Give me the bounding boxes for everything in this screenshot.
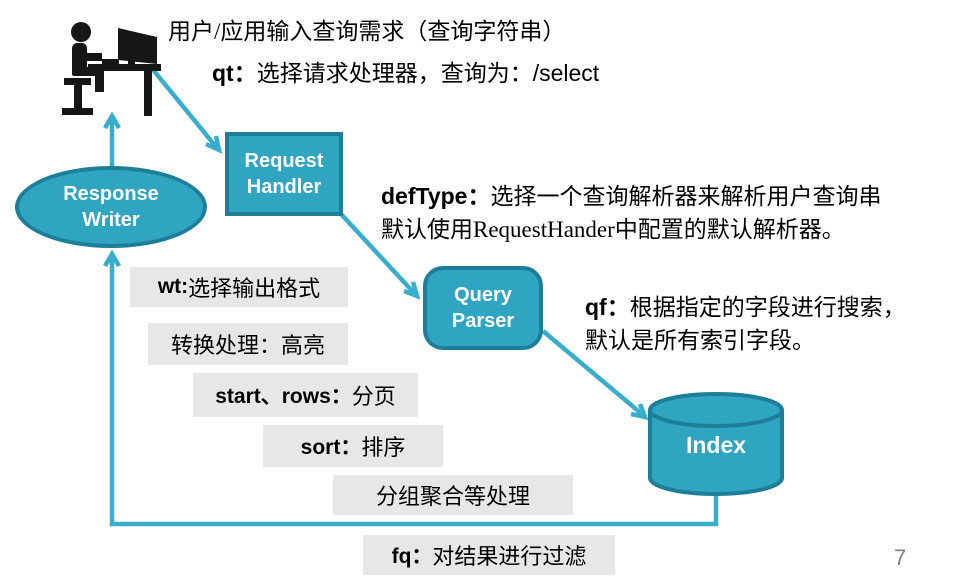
deftype-text1: 选择一个查询解析器来解析用户查询串 bbox=[490, 184, 882, 209]
note-transform-highlight: 转换处理：高亮 bbox=[148, 323, 348, 365]
qf-line1: qf：根据指定的字段进行搜索， bbox=[585, 291, 906, 324]
note-sort-text: 排序 bbox=[361, 435, 406, 460]
note-grouping-aggregation: 分组聚合等处理 bbox=[333, 475, 573, 515]
qt-suffix: /select bbox=[532, 60, 600, 86]
note-fq-text: 对结果进行过滤 bbox=[432, 544, 587, 569]
note-paging-text: 分页 bbox=[351, 384, 396, 409]
response-writer-node: Response Writer bbox=[15, 166, 207, 248]
arrow-user-to-request-handler bbox=[148, 64, 223, 154]
arrow-request-handler-to-query-parser bbox=[339, 212, 421, 300]
note-sort: sort：排序 bbox=[263, 425, 443, 467]
request-handler-label-line2: Handler bbox=[246, 176, 322, 198]
request-handler-node: Request Handler bbox=[225, 132, 343, 216]
note-start-rows-paging: start、rows：分页 bbox=[193, 373, 418, 417]
response-writer-label-line1: Response bbox=[63, 183, 159, 205]
request-handler-label-line1: Request bbox=[244, 150, 324, 172]
response-writer-label-line2: Writer bbox=[82, 209, 140, 231]
note-fq-prefix: fq： bbox=[391, 545, 433, 568]
qf-prefix: qf： bbox=[585, 294, 630, 320]
qt-annotation: qt：选择请求处理器，查询为：/select bbox=[212, 54, 599, 88]
deftype-line2: 默认使用RequestHander中配置的默认解析器。 bbox=[381, 217, 845, 242]
deftype-line1: defType：选择一个查询解析器来解析用户查询串 bbox=[381, 180, 881, 213]
query-parser-label-line2: Parser bbox=[451, 310, 515, 332]
note-sort-prefix: sort： bbox=[300, 436, 362, 459]
note-highlight-text: 转换处理：高亮 bbox=[170, 333, 325, 358]
arrow-index-to-response-writer bbox=[103, 249, 719, 527]
deftype-prefix: defType： bbox=[381, 183, 491, 209]
qt-prefix: qt： bbox=[212, 60, 257, 86]
slide-title: 用户/应用输入查询需求（查询字符串） bbox=[168, 19, 566, 44]
qf-text1: 根据指定的字段进行搜索， bbox=[629, 295, 906, 320]
note-fq-filter: fq：对结果进行过滤 bbox=[363, 535, 615, 575]
query-parser-node: Query Parser bbox=[423, 266, 543, 350]
deftype-annotation: defType：选择一个查询解析器来解析用户查询串 默认使用RequestHan… bbox=[381, 180, 881, 246]
note-paging-prefix: start、rows： bbox=[215, 385, 352, 408]
note-wt-text: 选择输出格式 bbox=[188, 276, 321, 301]
query-parser-label-line1: Query bbox=[454, 284, 512, 306]
arrow-query-parser-to-index bbox=[541, 329, 649, 421]
qf-line2: 默认是所有索引字段。 bbox=[585, 328, 815, 353]
index-node-label: Index bbox=[685, 432, 747, 458]
index-cylinder bbox=[648, 392, 784, 496]
qf-annotation: qf：根据指定的字段进行搜索， 默认是所有索引字段。 bbox=[585, 291, 906, 357]
note-wt-output-format: wt:选择输出格式 bbox=[130, 267, 348, 307]
note-grouping-text: 分组聚合等处理 bbox=[375, 484, 530, 509]
qt-text: 选择请求处理器，查询为： bbox=[256, 61, 533, 86]
note-wt-prefix: wt: bbox=[157, 275, 189, 298]
page-number: 7 bbox=[894, 545, 907, 570]
arrow-response-writer-to-user bbox=[103, 111, 121, 166]
user-at-computer-icon bbox=[58, 20, 168, 122]
